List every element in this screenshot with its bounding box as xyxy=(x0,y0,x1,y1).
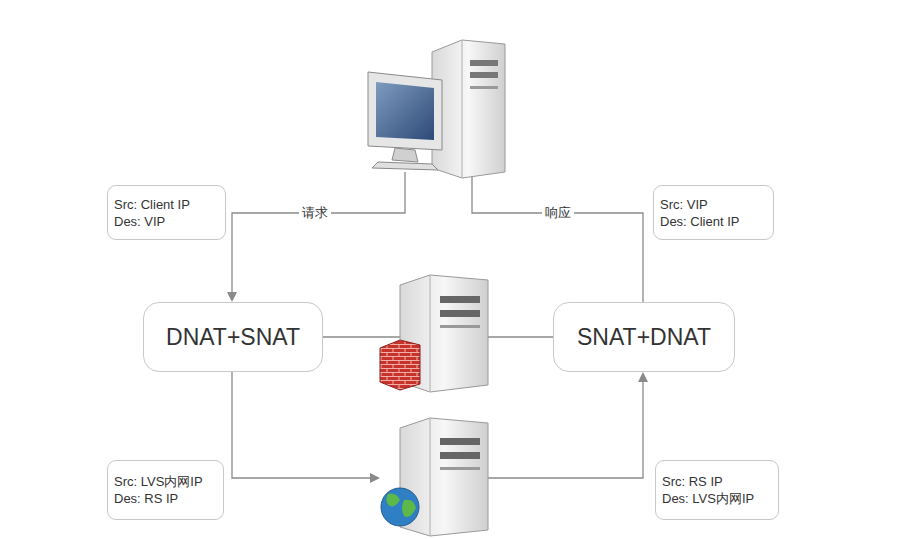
flow-label: 请求 xyxy=(299,204,331,222)
packet-field: Des: LVS内网IP xyxy=(662,490,772,507)
packet-field: Des: RS IP xyxy=(114,490,217,507)
client-computer xyxy=(368,40,505,178)
packet-note: Src: Client IPDes: VIP xyxy=(107,185,226,240)
box-title: SNAT+DNAT xyxy=(577,324,711,351)
packet-field: Des: Client IP xyxy=(660,213,767,230)
packet-note: Src: VIPDes: Client IP xyxy=(653,185,774,240)
flow-label: 响应 xyxy=(542,204,574,222)
real-server xyxy=(381,418,488,536)
nat-box: DNAT+SNAT xyxy=(143,302,323,372)
packet-field: Src: RS IP xyxy=(662,473,772,490)
packet-field: Src: VIP xyxy=(660,196,767,213)
packet-note: Src: LVS内网IPDes: RS IP xyxy=(107,460,224,520)
packet-note: Src: RS IPDes: LVS内网IP xyxy=(655,460,779,520)
lvs-server xyxy=(380,275,488,392)
packet-field: Src: Client IP xyxy=(114,196,219,213)
nat-box: SNAT+DNAT xyxy=(553,302,735,372)
packet-field: Des: VIP xyxy=(114,213,219,230)
box-title: DNAT+SNAT xyxy=(166,324,300,351)
packet-field: Src: LVS内网IP xyxy=(114,473,217,490)
